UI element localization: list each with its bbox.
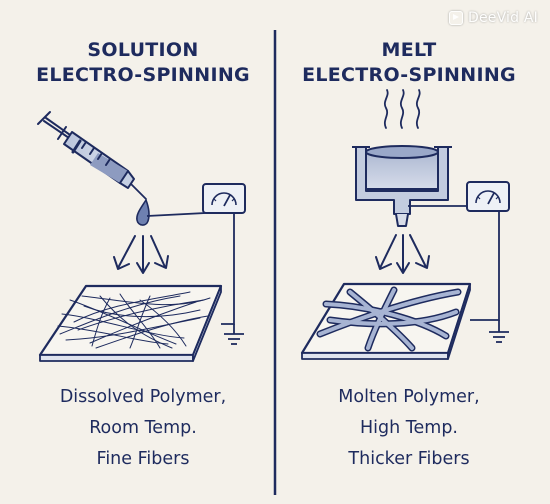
solution-caption-line1: Dissolved Polymer, bbox=[59, 387, 227, 407]
voltmeter-icon bbox=[202, 183, 246, 214]
syringe-icon bbox=[37, 111, 147, 200]
ground-symbol-left bbox=[224, 333, 244, 345]
melt-caption-line2: High Temp. bbox=[360, 418, 458, 438]
melt-caption-line1: Molten Polymer, bbox=[338, 387, 480, 407]
solution-caption: Dissolved Polymer, Room Temp. Fine Fiber… bbox=[18, 382, 268, 475]
melt-title-line2: ELECTRO-SPINNING bbox=[302, 64, 516, 86]
collector-plate-left bbox=[38, 284, 223, 362]
ground-wire-left bbox=[221, 213, 235, 325]
droplet-icon bbox=[136, 198, 150, 226]
ground-wire-right bbox=[470, 211, 500, 321]
high-voltage-wire-left bbox=[146, 208, 206, 217]
watermark: DeeVid AI bbox=[448, 9, 538, 27]
heated-reservoir-icon bbox=[352, 145, 452, 227]
watermark-text: DeeVid AI bbox=[467, 10, 538, 26]
ground-symbol-right bbox=[489, 331, 509, 343]
fiber-jet-arrows-left bbox=[113, 235, 169, 274]
solution-title-line1: SOLUTION bbox=[87, 39, 199, 61]
solution-caption-line2: Room Temp. bbox=[89, 418, 197, 438]
melt-caption-line3: Thicker Fibers bbox=[348, 449, 470, 469]
melt-title-line1: MELT bbox=[381, 39, 437, 61]
heat-waves-icon bbox=[383, 89, 421, 129]
voltmeter-icon-right bbox=[466, 181, 510, 212]
fine-fiber-mesh bbox=[57, 291, 211, 349]
thick-fiber-mesh bbox=[316, 286, 462, 352]
play-logo-icon bbox=[448, 11, 463, 25]
high-voltage-wire-right bbox=[408, 201, 471, 207]
solution-panel-title: SOLUTION ELECTRO-SPINNING bbox=[18, 38, 268, 88]
fiber-jet-arrows-right bbox=[375, 234, 430, 274]
melt-panel-title: MELT ELECTRO-SPINNING bbox=[284, 38, 534, 88]
solution-caption-line3: Fine Fibers bbox=[96, 449, 190, 469]
melt-caption: Molten Polymer, High Temp. Thicker Fiber… bbox=[284, 382, 534, 475]
solution-title-line2: ELECTRO-SPINNING bbox=[36, 64, 250, 86]
